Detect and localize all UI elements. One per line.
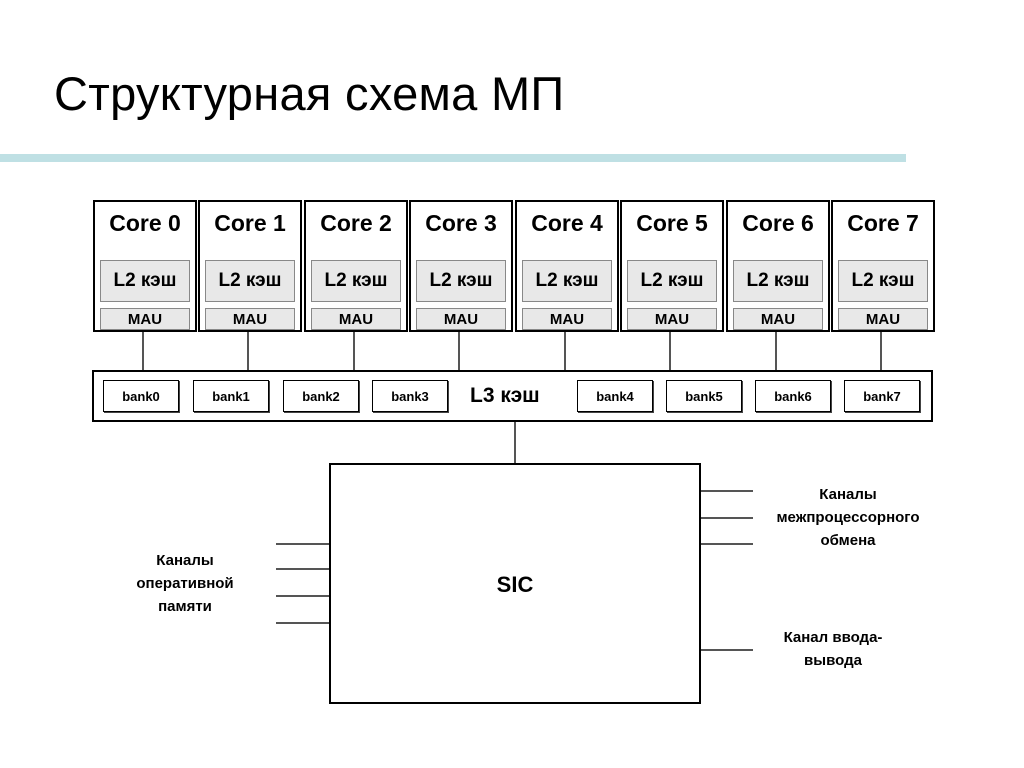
- memory-channel-line: [276, 622, 329, 624]
- l3-sic-connector: [514, 422, 516, 463]
- core-name: Core 7: [847, 210, 919, 236]
- io-channel-line: [701, 649, 753, 651]
- label-line: вывода: [804, 652, 862, 669]
- label-line: обмена: [820, 532, 876, 549]
- core-l3-connector: [669, 332, 671, 370]
- interprocessor-channels-label: Каналы межпроцессорного обмена: [756, 483, 940, 552]
- core-name: Core 4: [531, 210, 603, 236]
- core-name: Core 0: [109, 210, 181, 236]
- mau-unit: MAU: [311, 308, 401, 330]
- mau-unit: MAU: [522, 308, 612, 330]
- label-line: Каналы: [156, 552, 214, 569]
- core-l3-connector: [353, 332, 355, 370]
- core-block: Core 1 L2 кэш MAU: [198, 200, 302, 332]
- interprocessor-channel-line: [701, 517, 753, 519]
- core-block: Core 3 L2 кэш MAU: [409, 200, 513, 332]
- interprocessor-channel-line: [701, 543, 753, 545]
- core-block: Core 0 L2 кэш MAU: [93, 200, 197, 332]
- core-name: Core 3: [425, 210, 497, 236]
- core-block: Core 7 L2 кэш MAU: [831, 200, 935, 332]
- l3-cache: bank0 bank1 bank2 bank3 L3 кэш bank4 ban…: [92, 370, 933, 422]
- core-block: Core 4 L2 кэш MAU: [515, 200, 619, 332]
- l3-bank: bank2: [283, 380, 359, 412]
- label-line: оперативной: [136, 575, 234, 592]
- mau-unit: MAU: [838, 308, 928, 330]
- l2-cache: L2 кэш: [100, 260, 190, 302]
- l3-bank: bank0: [103, 380, 179, 412]
- l3-bank: bank4: [577, 380, 653, 412]
- mau-unit: MAU: [205, 308, 295, 330]
- l3-bank: bank1: [193, 380, 269, 412]
- interprocessor-channel-line: [701, 490, 753, 492]
- core-block: Core 2 L2 кэш MAU: [304, 200, 408, 332]
- label-line: Канал ввода-: [783, 629, 883, 646]
- core-l3-connector: [564, 332, 566, 370]
- l2-cache: L2 кэш: [522, 260, 612, 302]
- core-l3-connector: [247, 332, 249, 370]
- core-name: Core 6: [742, 210, 814, 236]
- core-l3-connector: [142, 332, 144, 370]
- sic-block: SIC: [329, 463, 701, 704]
- sic-label: SIC: [496, 572, 534, 597]
- memory-channel-line: [276, 595, 329, 597]
- core-name: Core 1: [214, 210, 286, 236]
- mau-unit: MAU: [627, 308, 717, 330]
- l2-cache: L2 кэш: [838, 260, 928, 302]
- core-l3-connector: [458, 332, 460, 370]
- label-line: памяти: [158, 598, 212, 615]
- label-line: межпроцессорного: [776, 509, 920, 526]
- page-title: Структурная схема МП: [54, 67, 565, 120]
- title-underline: [0, 154, 906, 162]
- l3-bank: bank3: [372, 380, 448, 412]
- label-line: Каналы: [819, 486, 877, 503]
- l2-cache: L2 кэш: [205, 260, 295, 302]
- memory-channel-line: [276, 568, 329, 570]
- core-block: Core 6 L2 кэш MAU: [726, 200, 830, 332]
- l2-cache: L2 кэш: [627, 260, 717, 302]
- l2-cache: L2 кэш: [416, 260, 506, 302]
- core-l3-connector: [880, 332, 882, 370]
- memory-channel-line: [276, 543, 329, 545]
- mau-unit: MAU: [416, 308, 506, 330]
- memory-channels-label: Каналы оперативной памяти: [116, 549, 254, 618]
- core-l3-connector: [775, 332, 777, 370]
- core-name: Core 5: [636, 210, 708, 236]
- l3-bank: bank5: [666, 380, 742, 412]
- l3-label: L3 кэш: [470, 384, 540, 407]
- l2-cache: L2 кэш: [311, 260, 401, 302]
- mau-unit: MAU: [100, 308, 190, 330]
- mau-unit: MAU: [733, 308, 823, 330]
- l3-bank: bank7: [844, 380, 920, 412]
- core-block: Core 5 L2 кэш MAU: [620, 200, 724, 332]
- l2-cache: L2 кэш: [733, 260, 823, 302]
- core-name: Core 2: [320, 210, 392, 236]
- io-channel-label: Канал ввода- вывода: [763, 626, 903, 672]
- l3-bank: bank6: [755, 380, 831, 412]
